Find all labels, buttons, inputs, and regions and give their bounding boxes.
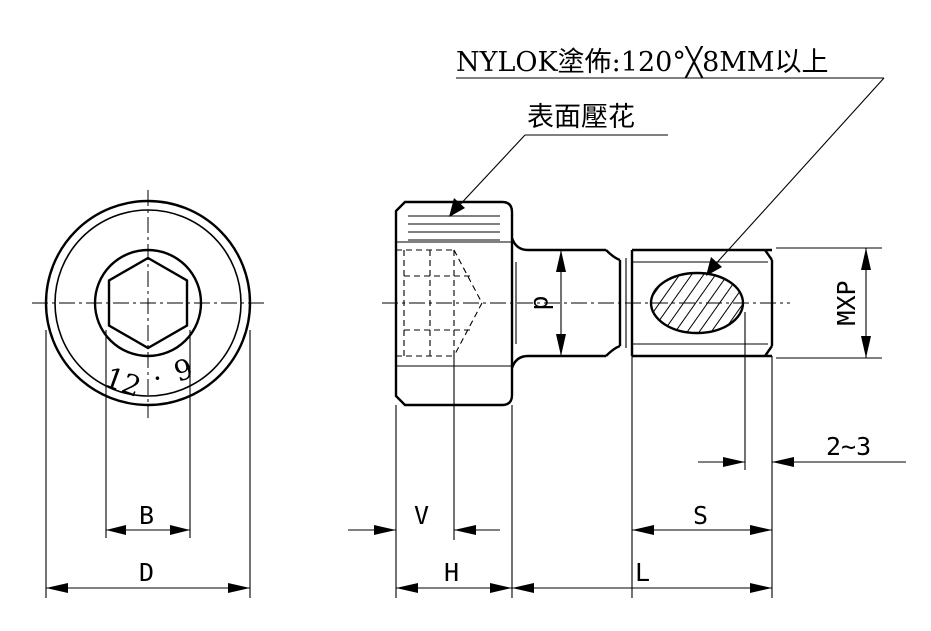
dim-H-label: H bbox=[444, 558, 459, 587]
dim-S-label: S bbox=[693, 501, 708, 530]
knurl-lines bbox=[408, 215, 500, 241]
side-view: d MXP 2~3 S V H bbox=[348, 200, 906, 598]
head-outline bbox=[394, 200, 514, 407]
grade-mark-2: 9 bbox=[170, 352, 197, 389]
dim-D-label: D bbox=[139, 558, 154, 587]
dim-V-label: V bbox=[414, 501, 429, 530]
dim-L-label: L bbox=[635, 558, 650, 587]
dim-MXP-label: MXP bbox=[832, 280, 861, 325]
note-nylok: NYLOK塗佈:120°╳8MM以上 bbox=[456, 45, 829, 78]
end-view: 12 · 9 B D bbox=[32, 190, 266, 598]
notes: NYLOK塗佈:120°╳8MM以上 表面壓花 bbox=[449, 45, 885, 276]
nylok-leader bbox=[711, 77, 885, 269]
dim-B-label: B bbox=[139, 501, 154, 530]
knurl-leader bbox=[454, 134, 526, 211]
dim-gap-label: 2~3 bbox=[826, 432, 871, 461]
dim-d-label: d bbox=[528, 295, 557, 310]
grade-mark-dot: · bbox=[153, 362, 162, 395]
note-knurl: 表面壓花 bbox=[527, 102, 635, 133]
